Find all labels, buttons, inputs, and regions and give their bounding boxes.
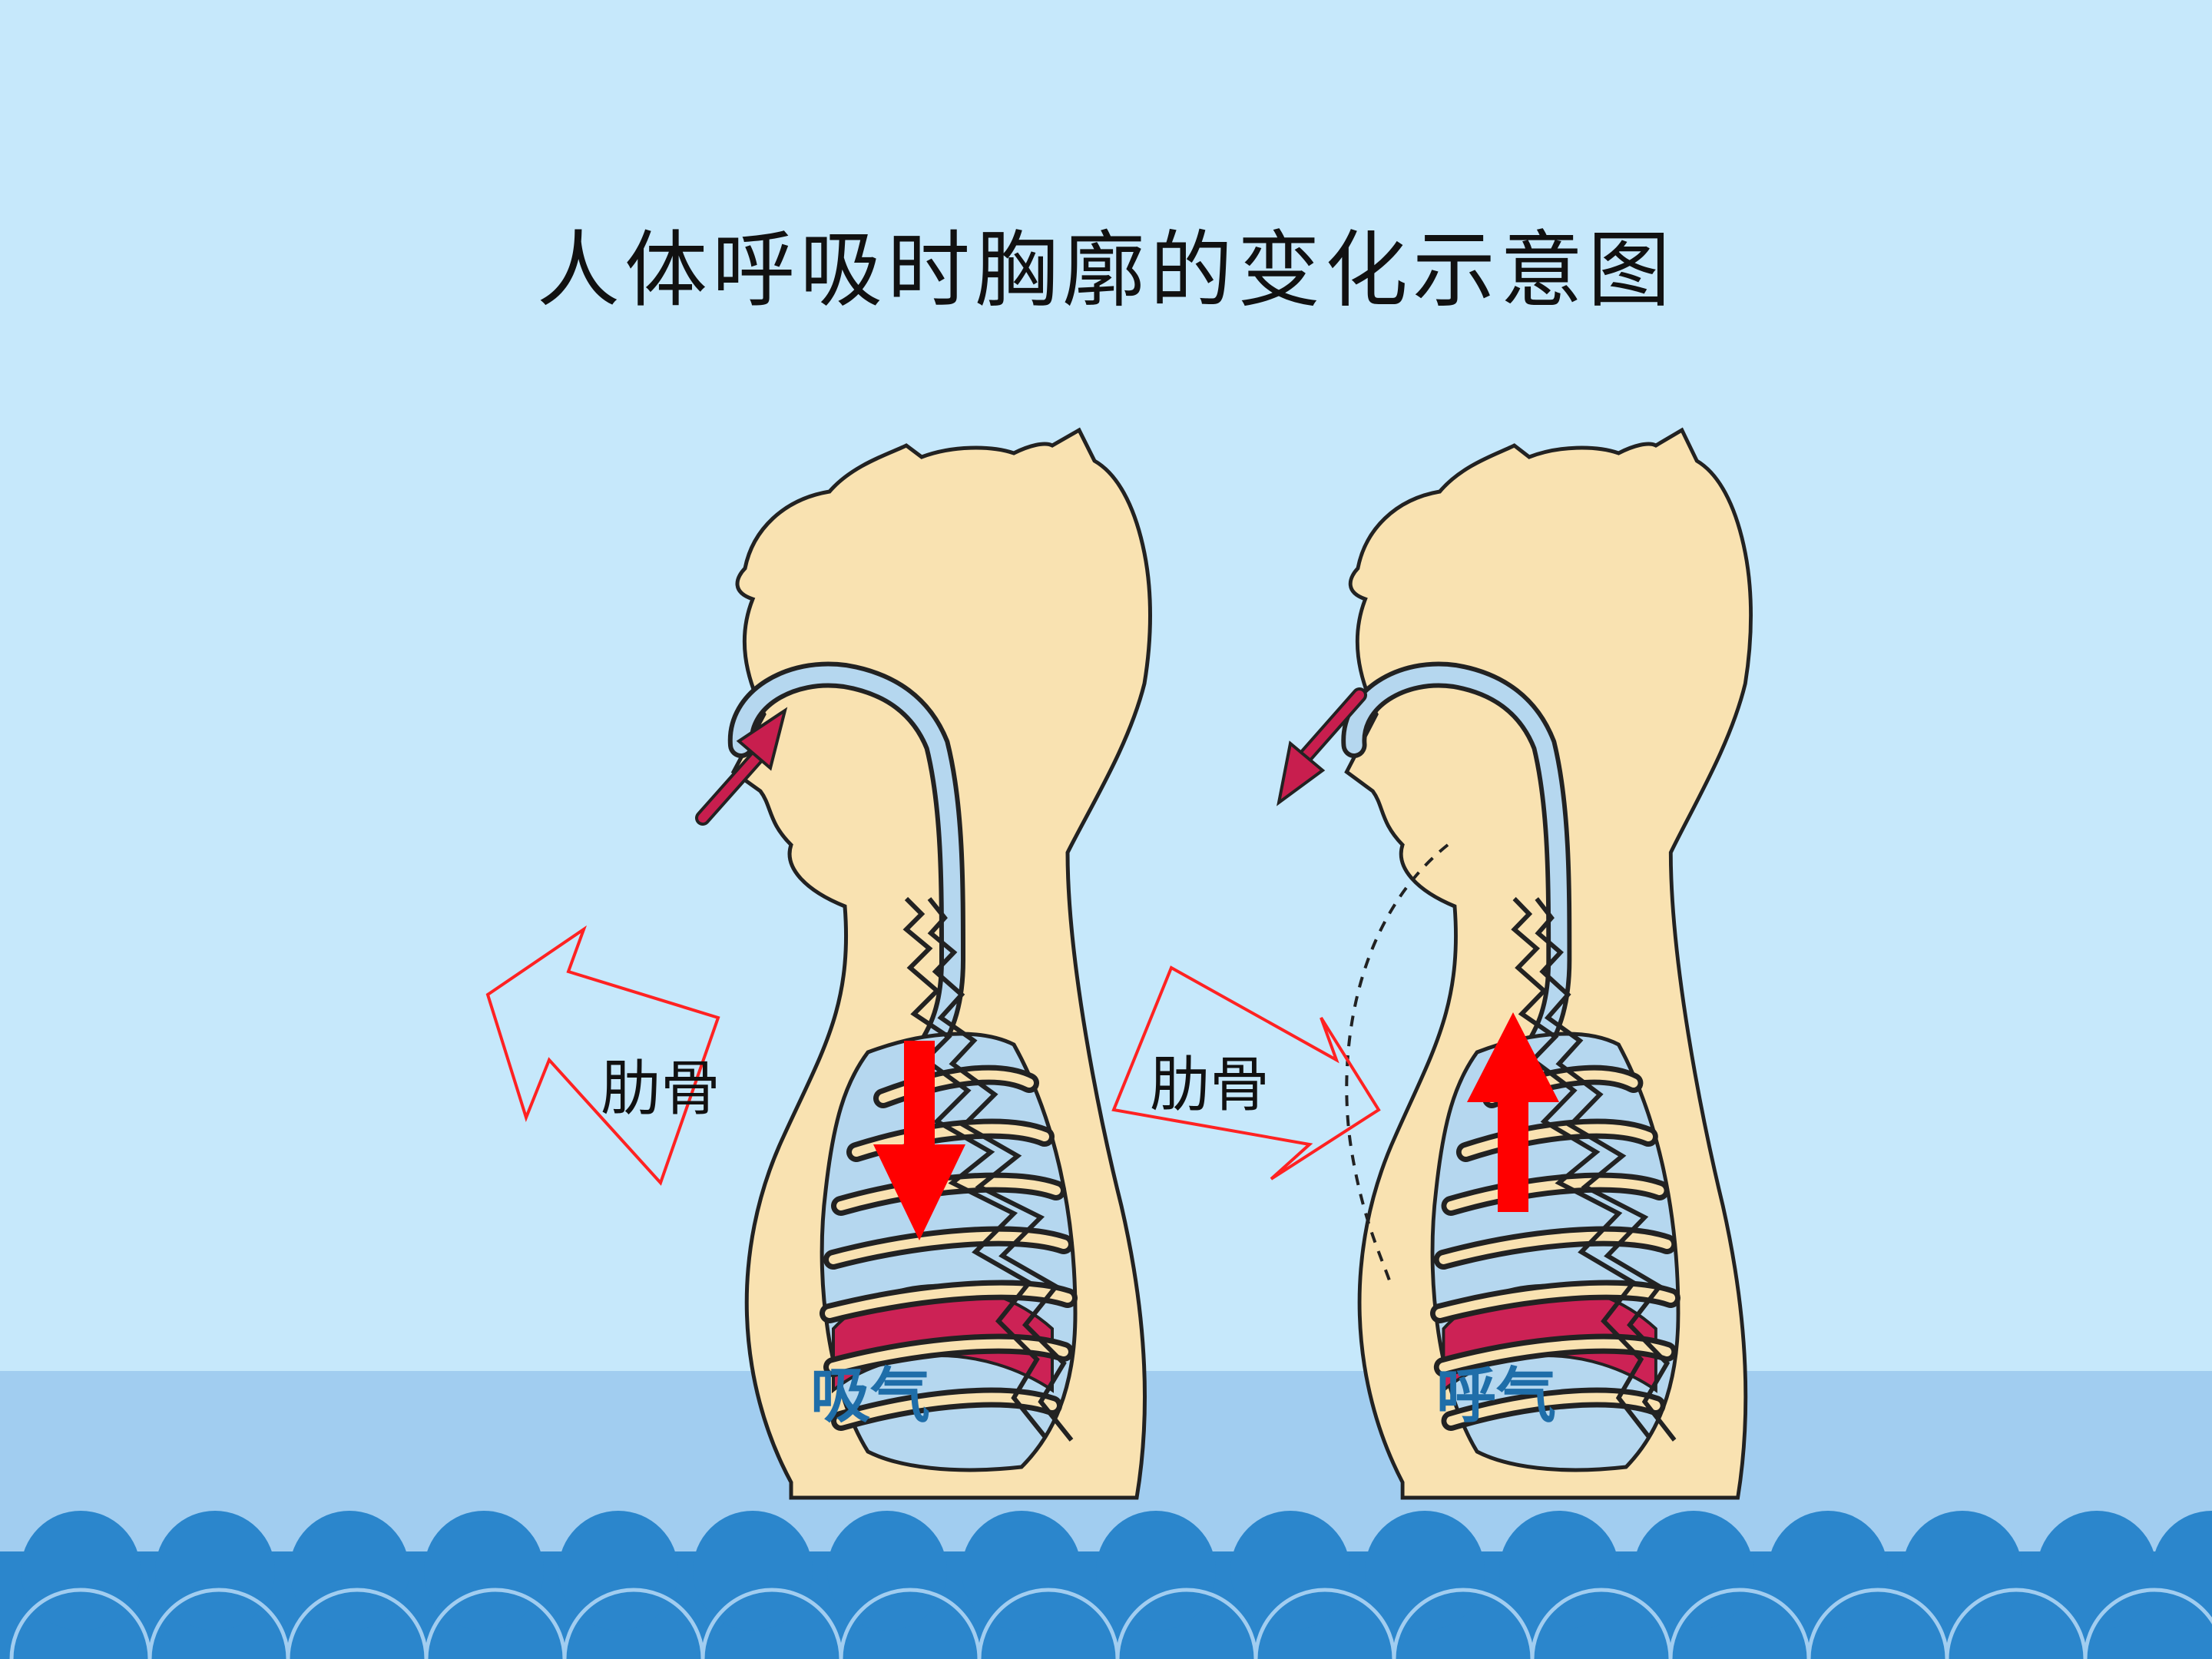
diaphragm-up-arrow <box>1467 1012 1559 1212</box>
diaphragm-down-arrow <box>873 1041 965 1240</box>
rib-label-exhale: 肋骨 <box>1150 1051 1270 1120</box>
exhale-rib-arrow <box>1111 965 1381 1181</box>
exhale-caption: 呼气 <box>1436 1362 1557 1431</box>
inhale-rib-arrow <box>485 925 720 1186</box>
inhale-caption: 吸气 <box>810 1362 931 1431</box>
exhale-torso <box>1346 430 1750 1498</box>
exhale-air-arrow <box>1277 687 1367 806</box>
inhale-torso <box>733 430 1151 1498</box>
diagram-title: 人体呼吸时胸廓的变化示意图 <box>536 223 1675 319</box>
rib-label-inhale: 肋骨 <box>601 1055 721 1124</box>
inhale-air-arrow <box>695 707 788 826</box>
